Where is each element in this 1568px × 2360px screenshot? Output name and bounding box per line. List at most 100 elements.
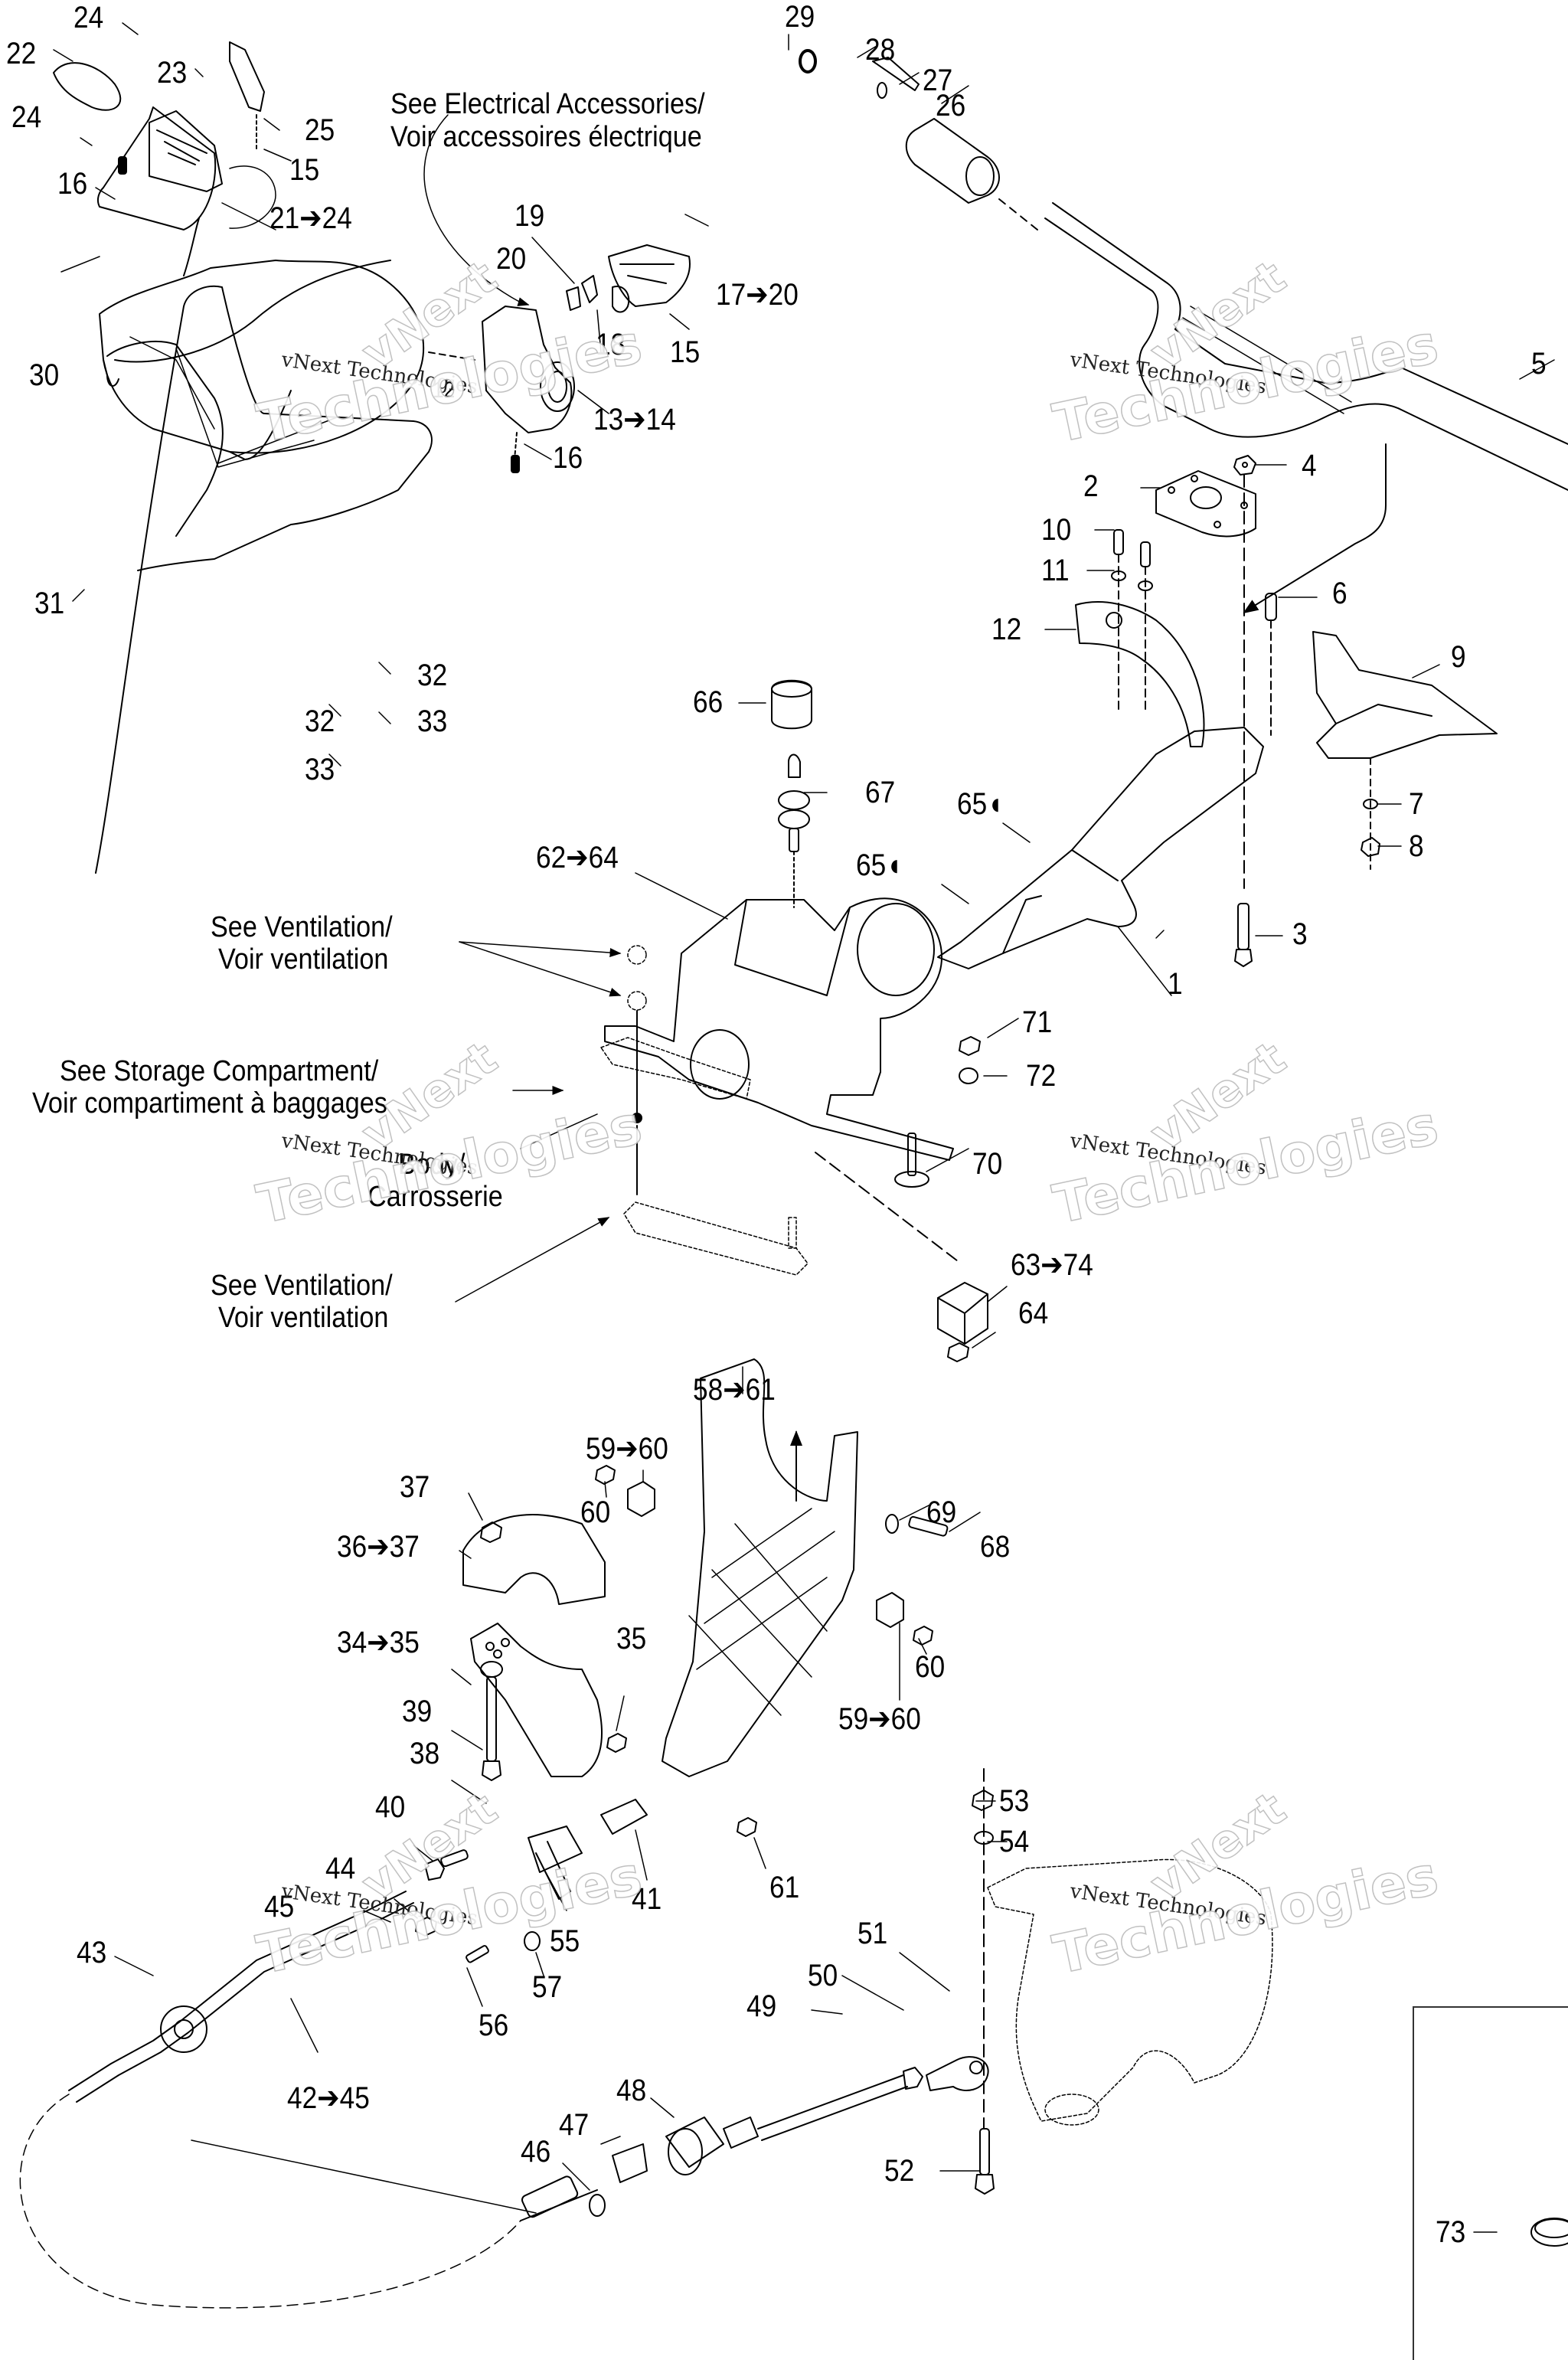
pivot-41 [600,1799,648,1835]
callout-67: 67 [865,776,896,809]
callout-13-14: 13➔14 [593,403,676,436]
callout-26: 26 [936,89,966,123]
callout-47: 47 [559,2108,590,2142]
spacer-63 [937,1282,988,1345]
callout-63-74: 63➔74 [1011,1248,1093,1282]
callout-71: 71 [1022,1005,1053,1039]
reference-line-fr: Voir ventilation [218,1302,389,1334]
ring-29 [799,49,817,74]
spacer-59 [627,1481,904,1628]
jet-nozzle-ghost [987,1858,1273,2126]
washer-57 [524,1931,541,1951]
washer-69 [885,1514,899,1534]
callout-24: 24 [74,1,104,34]
washer-46 [589,2194,606,2217]
callout-7: 7 [1409,787,1424,821]
callout-65: 65◖ [957,787,1004,821]
washer-7 [1363,799,1378,809]
reference-line-en: Body/ [398,1149,466,1181]
callout-22: 22 [6,37,37,70]
callout-58-61: 58➔61 [693,1373,776,1407]
nut-4 [1233,455,1256,476]
callout-73: 73 [1436,2215,1466,2249]
cover-top-piece-21 [149,110,223,192]
callout-29: 29 [785,0,815,34]
callout-49: 49 [746,1989,777,2023]
callout-35: 35 [616,1622,647,1656]
callout-43: 43 [77,1936,107,1969]
callout-11: 11 [1041,554,1070,587]
callout-4: 4 [1302,449,1317,482]
callout-53: 53 [999,1784,1030,1818]
axis-line [815,1152,962,1264]
bushing-47 [612,2143,648,2183]
screw-16 [118,156,520,473]
bolt-40 [424,1849,469,1881]
callout-18: 18 [596,328,626,361]
callout-34-35: 34➔35 [337,1626,420,1659]
callout-52: 52 [884,2154,915,2188]
steering-cover-9 [1312,631,1498,759]
bolt-52 [975,2128,995,2195]
callout-64: 64 [1018,1296,1049,1330]
callout-61: 61 [769,1871,800,1904]
cable-49 [757,2074,908,2141]
nut-61 [737,1817,757,1837]
grip-26 [905,118,1038,230]
reference-line-en: See Ventilation/ [211,911,393,943]
callout-54: 54 [999,1825,1030,1858]
callout-37: 37 [400,1470,430,1504]
washer-72 [959,1067,978,1084]
callout-17-20: 17➔20 [716,278,799,312]
switch-button-19 [581,275,598,303]
nut-37 [480,1522,502,1543]
callout-57: 57 [532,1970,563,2004]
screw-56 [466,1945,489,1963]
switch-button-18 [612,286,630,313]
bolt-28 [872,57,920,91]
switch-cover-17 [608,244,691,307]
callout-65: 65◖ [856,848,903,882]
switch-button-20 [566,286,581,311]
callout-33: 33 [417,704,448,738]
bolt-38 [482,1676,501,1781]
callout-38: 38 [410,1737,440,1770]
bolt-6 [1265,593,1277,736]
washer-27 [877,82,887,99]
nut-64 [947,1342,969,1362]
callout-9: 9 [1451,640,1466,674]
ring-73 [1530,2218,1568,2247]
steering-cover-12 [1075,601,1205,747]
steering-column-1 [937,727,1264,996]
reference-line-en: See Storage Compartment/ [60,1055,379,1087]
pin-70 [894,1133,929,1188]
spacer-66 [771,679,812,730]
fitting-48 [665,2116,759,2175]
callout-59-60: 59➔60 [586,1432,668,1466]
callout-40: 40 [375,1790,406,1824]
reference-line-fr: Voir compartiment à baggages [32,1087,387,1120]
callout-59-60: 59➔60 [838,1702,921,1736]
handlebar-clamp-2 [1155,470,1256,538]
callout-46: 46 [521,2135,551,2169]
callout-42-45: 42➔45 [287,2081,370,2115]
callout-3: 3 [1292,917,1308,951]
callout-19: 19 [514,199,545,233]
reference-line-en: See Electrical Accessories/ [390,88,705,120]
callout-69: 69 [926,1495,957,1529]
callout-8: 8 [1409,829,1424,863]
callout-55: 55 [550,1924,580,1958]
callout-28: 28 [865,33,896,67]
support-bracket-58 [662,1358,858,1777]
callout-6: 6 [1332,577,1348,610]
nut-60 [595,1465,933,1646]
callout-36-37: 36➔37 [337,1530,420,1564]
callout-16: 16 [57,167,88,201]
handlebar-cover-part [95,106,433,874]
callout-30: 30 [29,358,60,392]
callout-21-24: 21➔24 [270,201,352,235]
reference-arrows [423,114,622,1303]
callout-32: 32 [417,659,448,692]
washer-11 [1111,570,1153,591]
